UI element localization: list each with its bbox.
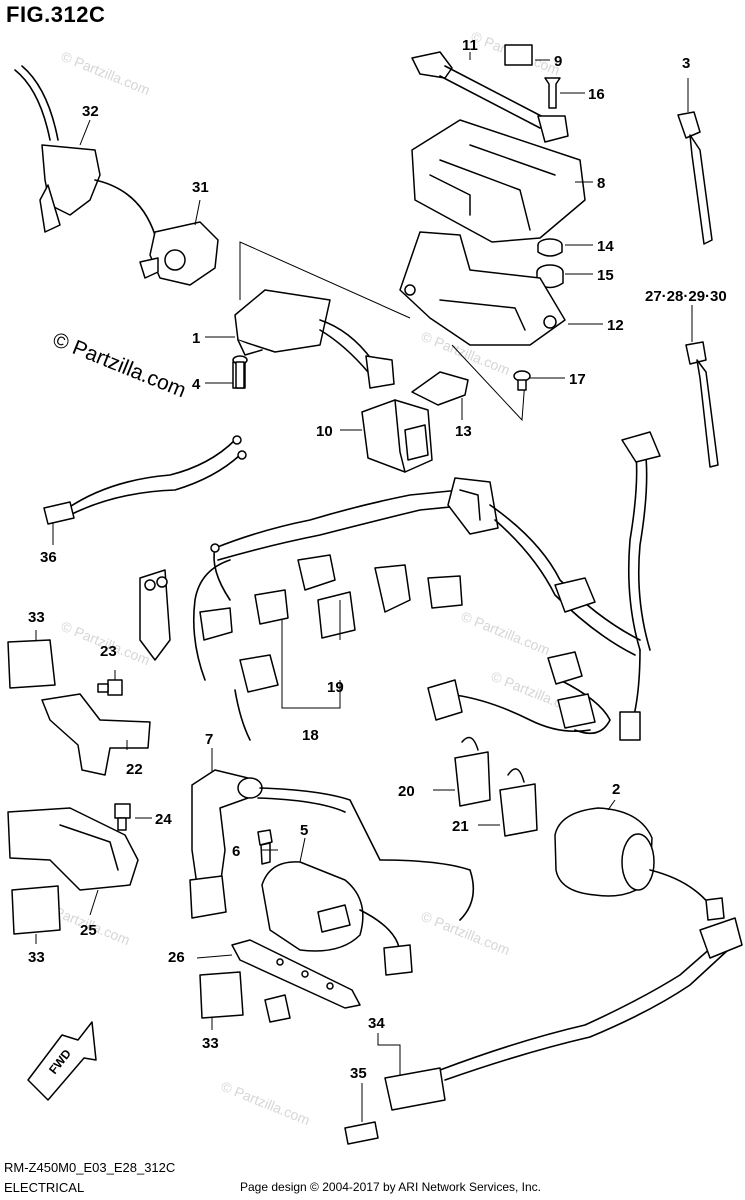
- callout-21: 21: [452, 818, 469, 835]
- diagram-code: RM-Z450M0_E03_E28_312C: [4, 1160, 176, 1175]
- callout-2: 2: [612, 781, 620, 798]
- part-26-terminal: [231, 939, 361, 1023]
- part-23-bolt: [97, 679, 123, 696]
- part-1-module: [232, 241, 411, 389]
- part-3-cable-tie: [677, 78, 713, 245]
- callout-9: 9: [554, 53, 562, 70]
- part-21-coupler: [499, 768, 538, 837]
- callouts: 11 9 16 3 8 14 15 27·28·29·30 12 17 13 1…: [28, 37, 727, 1082]
- callout-26: 26: [168, 949, 185, 966]
- callout-35: 35: [350, 1065, 367, 1082]
- callout-23: 23: [100, 643, 117, 660]
- watermark: © Partzilla.com: [59, 48, 152, 98]
- watermark: © Partzilla.com: [419, 908, 512, 958]
- callout-18: 18: [302, 727, 319, 744]
- callout-36: 36: [40, 549, 57, 566]
- part-22-bracket: [41, 693, 151, 776]
- callout-1: 1: [192, 330, 200, 347]
- callout-12: 12: [607, 317, 624, 334]
- part-32-switch: [14, 65, 156, 236]
- leader-lines: [35, 52, 616, 1122]
- callout-25: 25: [80, 922, 97, 939]
- callout-11: 11: [462, 37, 478, 54]
- callout-33: 33: [28, 949, 45, 966]
- callout-33: 33: [28, 609, 45, 626]
- part-20-coupler: [454, 736, 491, 807]
- part-14-grommet: [537, 238, 563, 257]
- callout-27-28-29-30: 27·28·29·30: [645, 288, 727, 305]
- figure-title: FIG.312C: [6, 2, 106, 27]
- callout-31: 31: [192, 179, 209, 196]
- part-5-ignition-coil: [261, 861, 413, 976]
- callout-4: 4: [192, 376, 201, 393]
- part-33-pad: [7, 639, 244, 1019]
- callout-20: 20: [398, 783, 415, 800]
- callout-32: 32: [82, 103, 99, 120]
- callout-34: 34: [368, 1015, 385, 1032]
- part-25-bracket: [7, 807, 139, 891]
- part-10-coupler: [361, 399, 433, 473]
- callout-8: 8: [597, 175, 605, 192]
- part-34-sub-harness: [384, 917, 743, 1111]
- part-17-screw: [513, 370, 531, 391]
- part-4-bolt: [232, 355, 248, 389]
- part-36-lead: [43, 435, 247, 525]
- callout-17: 17: [569, 371, 586, 388]
- part-24-bolt: [114, 803, 131, 831]
- part-6-bolt: [257, 829, 273, 865]
- part-7-plug-cap: [189, 769, 475, 921]
- copyright-notice: Page design © 2004-2017 by ARI Network S…: [240, 1180, 542, 1194]
- callout-7: 7: [205, 731, 213, 748]
- part-11-strap: [411, 44, 569, 143]
- diagram-name: ELECTRICAL: [4, 1180, 85, 1195]
- callout-13: 13: [455, 423, 472, 440]
- callout-6: 6: [232, 843, 240, 860]
- part-8-ecu: [411, 119, 586, 243]
- part-27-cable-tie: [685, 305, 719, 468]
- callout-19: 19: [327, 679, 344, 696]
- part-13-bracket: [411, 371, 469, 406]
- callout-14: 14: [597, 238, 614, 255]
- callout-3: 3: [682, 55, 690, 72]
- part-31-sensor: [139, 221, 219, 286]
- callout-15: 15: [597, 267, 614, 284]
- callout-10: 10: [316, 423, 333, 440]
- watermark: © Partzilla.com: [219, 1078, 312, 1128]
- callout-22: 22: [126, 761, 143, 778]
- part-2-sensor: [554, 807, 725, 921]
- part-18-main-harness: [139, 431, 661, 741]
- fwd-arrow-icon: FWD: [27, 1021, 97, 1101]
- part-12-bracket: [399, 231, 566, 422]
- watermark: © Partzilla.com: [459, 608, 552, 658]
- callout-24: 24: [155, 811, 172, 828]
- part-35-fuse: [344, 1121, 379, 1145]
- callout-16: 16: [588, 86, 605, 103]
- callout-33: 33: [202, 1035, 219, 1052]
- callout-5: 5: [300, 822, 308, 839]
